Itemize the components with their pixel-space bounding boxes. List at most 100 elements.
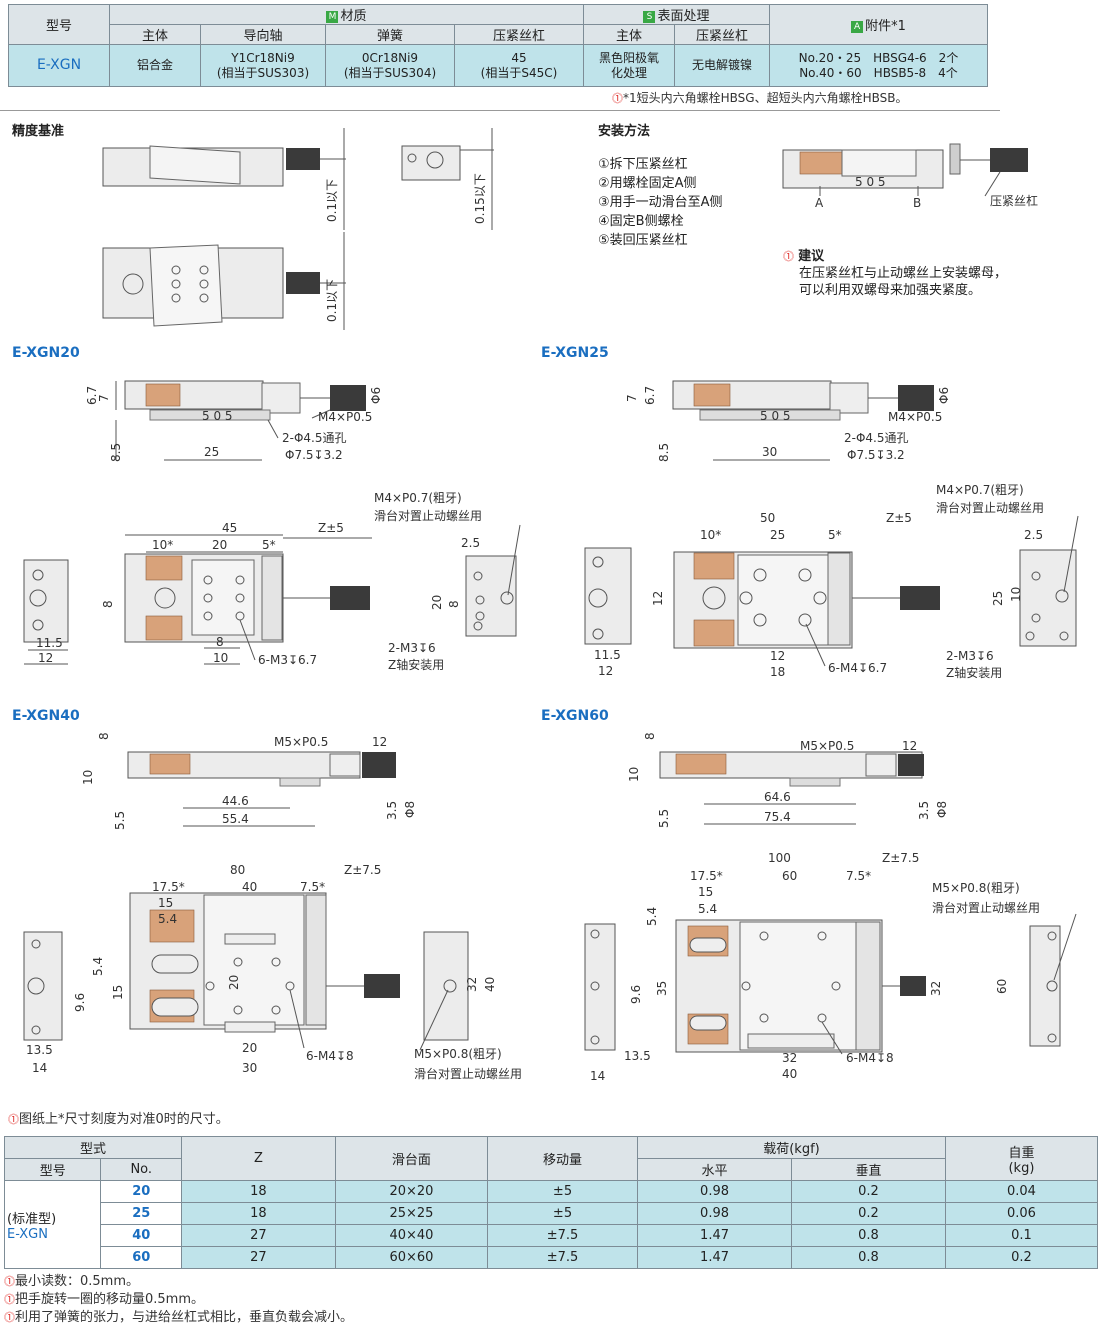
svg-text:60: 60 <box>995 979 1009 994</box>
svg-text:55.4: 55.4 <box>222 812 249 826</box>
svg-text:7.5*: 7.5* <box>846 869 871 883</box>
screw-cell: 45(相当于S45C) <box>454 44 584 87</box>
install-label-screw: 压紧丝杠 <box>990 193 1038 208</box>
svg-text:6-M4↧6.7: 6-M4↧6.7 <box>828 661 887 675</box>
header-z: Z <box>181 1136 336 1181</box>
accessory-mark: A <box>851 21 864 33</box>
svg-text:Φ7.5↧3.2: Φ7.5↧3.2 <box>285 448 343 462</box>
guide-cell: Y1Cr18Ni9(相当于SUS303) <box>200 44 326 87</box>
info-icon: ⓵ <box>8 1113 19 1126</box>
svg-text:M4×P0.5: M4×P0.5 <box>888 410 942 424</box>
svg-text:6-M4↧8: 6-M4↧8 <box>846 1051 894 1065</box>
svg-text:12: 12 <box>38 651 53 665</box>
cell-surface: 60×60 <box>334 1246 489 1269</box>
footer-notes: ⓵最小读数：0.5mm。 ⓵把手旋转一圈的移动量0.5mm。 ⓵利用了弹簧的张力… <box>4 1273 353 1327</box>
svg-text:9.6: 9.6 <box>73 993 87 1012</box>
cell-horizontal: 1.47 <box>637 1246 793 1269</box>
svg-text:2.5: 2.5 <box>461 536 480 550</box>
svg-text:M4×P0.7(粗牙): M4×P0.7(粗牙) <box>374 491 462 505</box>
svg-text:30: 30 <box>242 1061 257 1075</box>
cell-travel: ±7.5 <box>486 1246 639 1269</box>
svg-text:Z轴安装用: Z轴安装用 <box>388 657 444 672</box>
svg-text:11.5: 11.5 <box>594 648 621 662</box>
info-icon: ⓵ <box>783 250 794 263</box>
svg-text:5.5: 5.5 <box>113 811 127 830</box>
svg-text:3.5: 3.5 <box>917 801 931 820</box>
svg-text:44.6: 44.6 <box>222 794 249 808</box>
svg-text:35: 35 <box>655 981 669 996</box>
svg-text:10: 10 <box>213 651 228 665</box>
svg-text:5 0 5: 5 0 5 <box>855 175 886 189</box>
cell-travel: ±5 <box>486 1202 639 1225</box>
material-mark: M <box>326 11 339 23</box>
cell-weight: 0.2 <box>944 1246 1099 1269</box>
svg-text:滑台对置止动螺丝用: 滑台对置止动螺丝用 <box>374 508 482 523</box>
cell-travel: ±7.5 <box>486 1224 639 1247</box>
header-weight: 自重(kg) <box>944 1136 1099 1181</box>
precision-title: 精度基准 <box>12 124 65 139</box>
svg-text:12: 12 <box>651 591 665 606</box>
xgn25-title: E-XGN25 <box>541 345 609 361</box>
svg-text:6.7: 6.7 <box>643 386 657 405</box>
svg-text:M5×P0.8(粗牙): M5×P0.8(粗牙) <box>414 1047 502 1061</box>
header-guide: 导向轴 <box>200 24 326 45</box>
svg-text:8.5: 8.5 <box>657 443 671 462</box>
svg-text:Φ6: Φ6 <box>937 387 951 404</box>
svg-text:M5×P0.5: M5×P0.5 <box>800 739 854 753</box>
svg-text:10: 10 <box>1009 587 1023 602</box>
svg-text:40: 40 <box>242 880 257 894</box>
info-icon: ⓵ <box>4 1293 15 1306</box>
divider <box>0 110 1000 111</box>
svg-text:5.4: 5.4 <box>698 902 717 916</box>
svg-text:Z±5: Z±5 <box>318 521 344 535</box>
svg-text:25: 25 <box>991 591 1005 606</box>
info-icon: ⓵ <box>4 1275 15 1288</box>
surface-screw-cell: 无电解镀镍 <box>674 44 770 87</box>
precision-end-body <box>401 145 461 181</box>
svg-text:8: 8 <box>643 732 657 740</box>
cell-vertical: 0.8 <box>791 1224 946 1247</box>
svg-text:2-M3↧6: 2-M3↧6 <box>946 649 994 663</box>
header-body2: 主体 <box>583 24 675 45</box>
precision-dim-2: 0.15以下 <box>473 173 487 224</box>
svg-text:12: 12 <box>598 664 613 678</box>
model-cell: E-XGN <box>8 44 110 87</box>
svg-text:8: 8 <box>216 635 224 649</box>
spec-table: 型式 Z 滑台面 移动量 载荷(kgf) 自重(kg) 型号 No. 水平 垂直… <box>3 1136 1099 1269</box>
install-label-a: A <box>815 196 824 210</box>
install-label-b: B <box>913 196 921 210</box>
svg-text:45: 45 <box>222 521 237 535</box>
info-icon: ⓵ <box>4 1311 15 1324</box>
cell-weight: 0.04 <box>944 1180 1099 1203</box>
svg-text:20: 20 <box>227 975 241 990</box>
svg-text:15: 15 <box>111 985 125 1000</box>
svg-text:13.5: 13.5 <box>26 1043 53 1057</box>
cell-surface: 25×25 <box>334 1202 489 1225</box>
svg-text:5*: 5* <box>828 528 842 542</box>
footer-note-3: ⓵利用了弹簧的张力，与进给丝杠式相比，垂直负载会减小。 <box>4 1310 354 1325</box>
svg-text:2.5: 2.5 <box>1024 528 1043 542</box>
install-drawing: 5 0 5 A B 压紧丝杠 <box>782 143 1038 210</box>
svg-text:12: 12 <box>902 739 917 753</box>
svg-text:Φ6: Φ6 <box>369 387 383 404</box>
svg-text:8: 8 <box>101 600 115 608</box>
svg-text:32: 32 <box>465 977 479 992</box>
header-horizontal: 水平 <box>637 1158 793 1181</box>
svg-text:8: 8 <box>97 732 111 740</box>
svg-text:100: 100 <box>768 851 791 865</box>
svg-text:M4×P0.7(粗牙): M4×P0.7(粗牙) <box>936 483 1024 497</box>
table-row-no: 40 <box>100 1224 182 1247</box>
svg-text:滑台对置止动螺丝用: 滑台对置止动螺丝用 <box>414 1066 522 1081</box>
svg-text:M5×P0.5: M5×P0.5 <box>274 735 328 749</box>
svg-text:25: 25 <box>204 445 219 459</box>
svg-text:5.4: 5.4 <box>91 957 105 976</box>
svg-text:15: 15 <box>158 896 173 910</box>
svg-text:10*: 10* <box>152 538 173 552</box>
svg-text:17.5*: 17.5* <box>152 880 185 894</box>
